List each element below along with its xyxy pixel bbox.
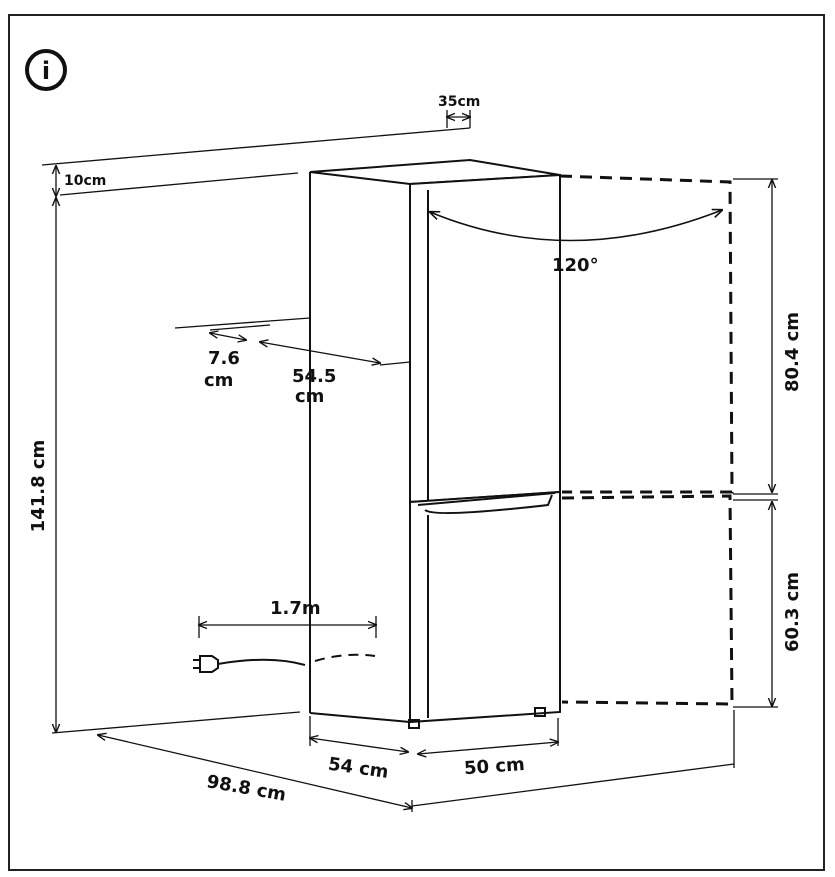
wall-lines: [41, 127, 471, 734]
depth-label: 54 cm: [327, 754, 390, 783]
total-height-label: 141.8 cm: [28, 440, 49, 533]
diagram-frame: [8, 14, 825, 871]
fridge-body: [309, 158, 561, 729]
lower-door-height-label: 60.3 cm: [782, 572, 803, 652]
door-angle-label: 120°: [552, 255, 599, 276]
inner-depth-value: 54.5: [292, 366, 336, 387]
side-gap-unit: cm: [204, 370, 233, 391]
svg-text:i: i: [42, 57, 50, 85]
upper-door-height-label: 80.4 cm: [782, 312, 803, 392]
top-clearance-label: 10cm: [64, 173, 106, 189]
inner-depth-unit: cm: [295, 386, 324, 407]
info-icon: i: [25, 49, 67, 91]
door-swing-arc: [430, 210, 722, 242]
width-label: 50 cm: [463, 754, 525, 779]
power-cord: [193, 653, 376, 673]
open-door-outline: [559, 174, 734, 706]
dimension-lines: [56, 110, 778, 812]
side-gap-value: 7.6: [208, 348, 240, 369]
cord-length-label: 1.7m: [270, 598, 321, 619]
rear-gap-label: 35cm: [438, 94, 480, 110]
